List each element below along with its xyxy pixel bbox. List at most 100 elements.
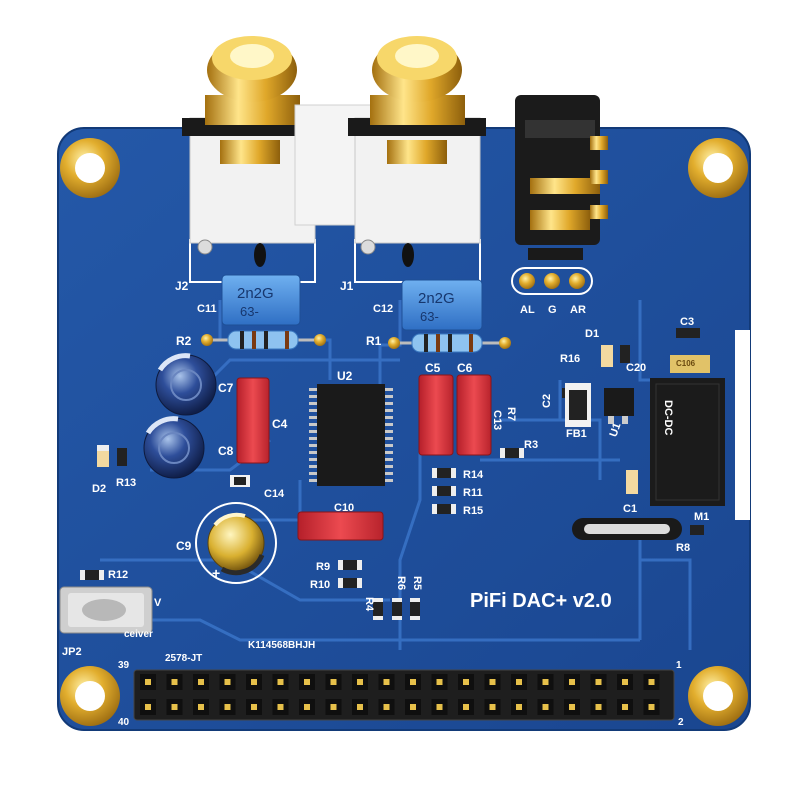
capacitor-c5-red [418, 374, 454, 456]
rca-jack-left [182, 36, 322, 267]
label-r9: R9 [316, 561, 330, 573]
ic-pin [309, 395, 317, 398]
label-r11: R11 [463, 487, 483, 499]
gpio-pin-tip [330, 679, 337, 685]
audio-header-pads: AL G AR [511, 267, 593, 316]
gpio-pin-tip [648, 704, 655, 710]
label-serial: K114568BHJH [248, 640, 315, 651]
label-j2: J2 [175, 279, 189, 293]
label-r15: R15 [463, 505, 483, 517]
pad-label-al: AL [520, 304, 535, 316]
gpio-pin-tip [622, 679, 628, 685]
gpio-pin-tip [595, 704, 602, 710]
dcdc-module [650, 378, 725, 506]
label-c8: C8 [218, 444, 234, 458]
board-title: PiFi DAC+ v2.0 [470, 590, 612, 612]
pad-label-g: G [548, 304, 557, 316]
ic-u2 [309, 384, 393, 486]
gpio-pin-tip [304, 704, 310, 710]
label-r3: R3 [524, 439, 538, 451]
label-j1: J1 [340, 279, 354, 293]
label-batch: 2578-JT [165, 653, 202, 664]
label-c9: C9 [176, 539, 192, 553]
gpio-pin-tip [357, 679, 363, 685]
gpio-pin-tip [145, 679, 151, 685]
gpio-pin-tip [171, 679, 178, 685]
gpio-pin-tip [463, 679, 469, 685]
label-pin40: 40 [118, 717, 130, 728]
label-c106: C106 [676, 359, 696, 368]
label-r5: R5 [411, 576, 423, 590]
label-pin39: 39 [118, 660, 130, 671]
ic-pin [309, 451, 317, 454]
label-c7: C7 [218, 381, 234, 395]
ic-pin [309, 416, 317, 419]
label-pin1: 1 [676, 660, 682, 671]
gpio-pin-tip [436, 704, 443, 710]
electrolytic-c7 [155, 353, 217, 416]
gpio-pin-tip [277, 704, 284, 710]
gpio-pin-tip [171, 704, 178, 710]
ic-pin [309, 409, 317, 412]
label-c3: C3 [680, 316, 694, 328]
ic-pin [309, 437, 317, 440]
ic-pin [309, 479, 317, 482]
ic-pin [385, 430, 393, 433]
label-r10: R10 [310, 579, 330, 591]
label-r2: R2 [176, 334, 192, 348]
label-r1: R1 [366, 334, 382, 348]
capacitor-c12: 2n2G 63- [401, 279, 483, 331]
ic-pin [309, 430, 317, 433]
ic-pin [385, 479, 393, 482]
label-r16: R16 [560, 353, 580, 365]
label-c6: C6 [457, 361, 473, 375]
label-r14: R14 [463, 469, 484, 481]
ic-pin [385, 416, 393, 419]
ic-pin [309, 388, 317, 391]
label-c4: C4 [272, 417, 288, 431]
label-r7: R7 [505, 407, 517, 421]
label-r12: R12 [108, 569, 128, 581]
gpio-pin-tip [251, 679, 257, 685]
ic-pin [385, 388, 393, 391]
label-c20: C20 [626, 362, 646, 374]
label-receiver: ceiver [124, 629, 153, 640]
gpio-pin-tip [569, 679, 575, 685]
ic-pin [385, 423, 393, 426]
c12-value: 2n2G [418, 290, 455, 307]
gpio-pin-tip [489, 704, 496, 710]
gpio-pin-tip [542, 704, 549, 710]
gpio-pin-tip [383, 704, 390, 710]
ir-receiver [59, 586, 153, 634]
ic-pin [385, 451, 393, 454]
capacitor-c4-red [236, 377, 270, 464]
label-d1: D1 [585, 328, 599, 340]
label-fb1: FB1 [566, 428, 587, 440]
label-c1: C1 [623, 503, 637, 515]
label-pin2: 2 [678, 717, 684, 728]
ic-pin [309, 472, 317, 475]
label-c10: C10 [334, 502, 354, 514]
electrolytic-c9: + [195, 502, 277, 584]
ic-pin [385, 437, 393, 440]
smd-parts [80, 328, 710, 620]
gpio-pin-tip [145, 704, 151, 710]
label-u1: U1 [607, 421, 623, 438]
c9-plus: + [212, 565, 220, 581]
ic-pin [385, 465, 393, 468]
mounting-holes [60, 138, 748, 726]
ic-pin [385, 444, 393, 447]
label-v: V [154, 597, 162, 609]
ic-pin [385, 395, 393, 398]
pad-label-ar: AR [570, 304, 586, 316]
gpio-pin-tip [198, 704, 204, 710]
label-jp2: JP2 [62, 646, 82, 658]
label-c14: C14 [264, 488, 285, 500]
gpio-pin-tip [410, 704, 416, 710]
gpio-pin-tip [463, 704, 469, 710]
jumper-m1 [572, 518, 682, 540]
ic-pin [309, 402, 317, 405]
gpio-pin-tip [304, 679, 310, 685]
c11-tol: 63- [240, 304, 259, 319]
